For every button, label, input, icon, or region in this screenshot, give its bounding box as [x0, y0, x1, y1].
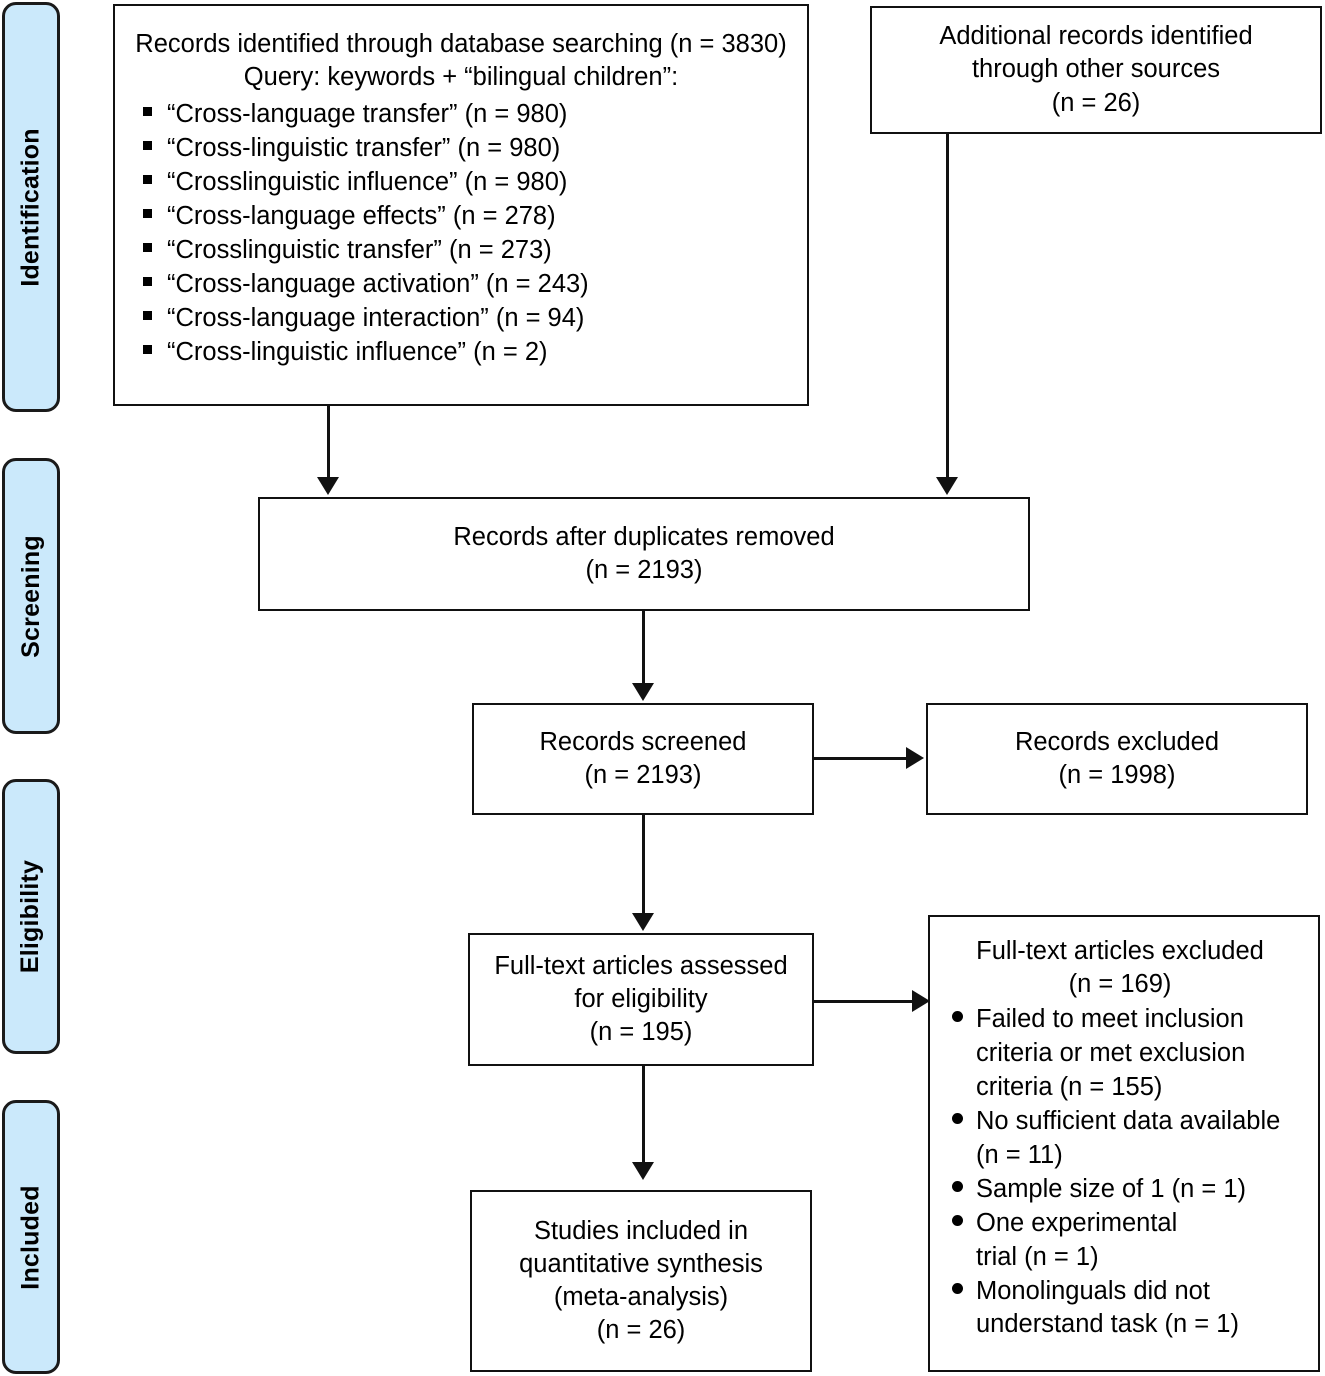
arrowhead-database-to-duplicates: [317, 477, 339, 495]
dot-bullet-icon: [930, 1275, 976, 1309]
list-item: “Crosslinguistic transfer” (n = 273): [121, 234, 801, 268]
stage-band-identification: Identification: [2, 2, 60, 412]
connector-screened-to-excluded: [814, 757, 908, 760]
box-duplicates-removed: Records after duplicates removed (n = 21…: [258, 497, 1030, 611]
box-additional-records: Additional records identified through ot…: [870, 6, 1322, 134]
connector-fulltext-to-excluded: [814, 1000, 914, 1003]
list-item: Sample size of 1 (n = 1): [930, 1173, 1310, 1207]
connector-screened-to-fulltext: [642, 815, 645, 915]
arrowhead-fulltext-to-excluded: [912, 990, 930, 1012]
database-records-subtitle: Query: keywords + “bilingual children”:: [243, 63, 679, 92]
box-records-screened: Records screened (n = 2193): [472, 703, 814, 815]
list-item: “Cross-linguistic transfer” (n = 980): [121, 132, 801, 166]
square-bullet-icon: [121, 302, 167, 336]
square-bullet-icon: [121, 166, 167, 200]
square-bullet-icon: [121, 132, 167, 166]
arrowhead-screened-to-fulltext: [632, 913, 654, 931]
additional-records-line-1: Additional records identified: [939, 22, 1253, 51]
connector-duplicates-to-screened: [642, 611, 645, 685]
fulltext-excluded-header-2: (n = 169): [1068, 970, 1172, 999]
list-item: No sufficient data available (n = 11): [930, 1105, 1310, 1173]
studies-included-line-4: (n = 26): [596, 1316, 686, 1345]
list-item: “Cross-linguistic influence” (n = 2): [121, 336, 801, 370]
list-item: “Crosslinguistic influence” (n = 980): [121, 166, 801, 200]
dot-bullet-icon: [930, 1173, 976, 1207]
fulltext-assessed-line-3: (n = 195): [589, 1018, 693, 1047]
fulltext-assessed-line-1: Full-text articles assessed: [494, 951, 788, 980]
connector-database-to-duplicates: [327, 406, 330, 479]
records-screened-line-2: (n = 2193): [584, 761, 702, 789]
records-excluded-line-1: Records excluded: [1014, 727, 1220, 756]
square-bullet-icon: [121, 336, 167, 370]
studies-included-line-2: quantitative synthesis: [519, 1249, 763, 1278]
database-records-query-list: “Cross-language transfer” (n = 980) “Cro…: [121, 98, 801, 369]
studies-included-line-1: Studies included in: [533, 1216, 749, 1245]
fulltext-assessed-line-2: for eligibility: [574, 984, 708, 1013]
list-item: “Cross-language activation” (n = 243): [121, 268, 801, 302]
studies-included-line-3: (meta-analysis): [553, 1283, 729, 1311]
stage-band-included: Included: [2, 1100, 60, 1374]
list-item: “Cross-language interaction” (n = 94): [121, 302, 801, 336]
stage-label-identification: Identification: [16, 127, 45, 287]
fulltext-excluded-header-1: Full-text articles excluded: [976, 937, 1264, 965]
dot-bullet-icon: [930, 1207, 976, 1241]
box-records-identified-database: Records identified through database sear…: [113, 4, 809, 406]
list-item: One experimental trial (n = 1): [930, 1207, 1310, 1275]
records-screened-line-1: Records screened: [539, 727, 747, 756]
duplicates-removed-line-1: Records after duplicates removed: [453, 522, 835, 551]
stage-band-screening: Screening: [2, 458, 60, 734]
square-bullet-icon: [121, 234, 167, 268]
arrowhead-screened-to-excluded: [906, 747, 924, 769]
dot-bullet-icon: [930, 1105, 976, 1139]
fulltext-excluded-reason-list: Failed to meet inclusion criteria or met…: [930, 1003, 1310, 1342]
additional-records-line-2: through other sources: [971, 55, 1221, 84]
square-bullet-icon: [121, 268, 167, 302]
list-item: “Cross-language effects” (n = 278): [121, 200, 801, 234]
list-item: Monolinguals did not understand task (n …: [930, 1275, 1310, 1343]
square-bullet-icon: [121, 200, 167, 234]
square-bullet-icon: [121, 98, 167, 132]
box-fulltext-assessed: Full-text articles assessed for eligibil…: [468, 933, 814, 1066]
arrowhead-additional-to-duplicates: [936, 477, 958, 495]
box-records-excluded: Records excluded (n = 1998): [926, 703, 1308, 815]
box-studies-included: Studies included in quantitative synthes…: [470, 1190, 812, 1372]
connector-fulltext-to-included: [642, 1066, 645, 1164]
stage-label-included: Included: [16, 1184, 45, 1290]
connector-additional-to-duplicates: [946, 134, 949, 479]
duplicates-removed-line-2: (n = 2193): [585, 556, 703, 584]
records-excluded-line-2: (n = 1998): [1058, 761, 1176, 789]
list-item: Failed to meet inclusion criteria or met…: [930, 1003, 1310, 1105]
arrowhead-fulltext-to-included: [632, 1162, 654, 1180]
database-records-title: Records identified through database sear…: [135, 30, 787, 58]
dot-bullet-icon: [930, 1003, 976, 1037]
box-fulltext-excluded: Full-text articles excluded (n = 169) Fa…: [928, 915, 1320, 1372]
list-item: “Cross-language transfer” (n = 980): [121, 98, 801, 132]
stage-band-eligibility: Eligibility: [2, 779, 60, 1054]
stage-label-screening: Screening: [16, 534, 45, 658]
stage-label-eligibility: Eligibility: [16, 859, 45, 974]
arrowhead-duplicates-to-screened: [632, 683, 654, 701]
additional-records-line-3: (n = 26): [1051, 88, 1141, 117]
